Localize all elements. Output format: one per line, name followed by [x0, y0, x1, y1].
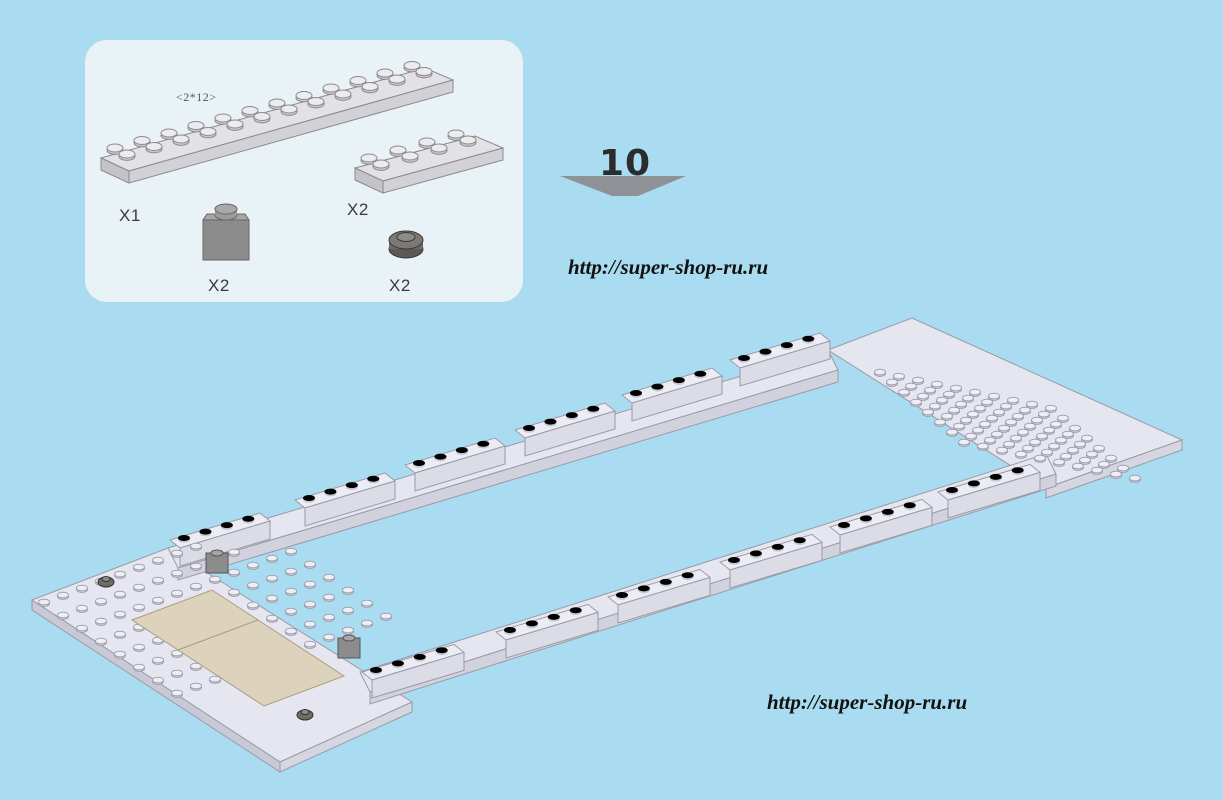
brick-1x1-quantity: X2	[208, 276, 230, 295]
parts-illustration	[99, 61, 505, 261]
round-plate-1x1-icon	[388, 230, 424, 259]
plate-2x12-quantity: X1	[119, 206, 141, 225]
brick-1x1-icon	[202, 203, 250, 261]
plate-2x4-icon	[353, 129, 505, 194]
round-plate-1x1	[97, 576, 115, 588]
tan-plates	[130, 589, 346, 707]
step-arrow-icon	[560, 176, 686, 196]
plate-2x4-quantity: X2	[347, 200, 369, 219]
round-plate-1x1-quantity: X2	[389, 276, 411, 295]
watermark-bottom: http://super-shop-ru.ru	[767, 690, 968, 714]
raised-bricks-bottom	[360, 463, 1042, 699]
gray-brick-1x1	[205, 549, 229, 574]
raised-bricks-top	[168, 332, 832, 567]
parts-panel: <2*12> X1 X2 X2 X2	[85, 40, 523, 302]
round-plate-1x1-second	[296, 709, 314, 721]
step-number: 10	[598, 143, 652, 184]
plate-2x12-dimension: <2*12>	[176, 90, 217, 104]
watermark-top: http://super-shop-ru.ru	[568, 255, 769, 279]
plate-2x12-icon	[99, 61, 455, 184]
gray-brick-1x1-second	[337, 634, 361, 659]
